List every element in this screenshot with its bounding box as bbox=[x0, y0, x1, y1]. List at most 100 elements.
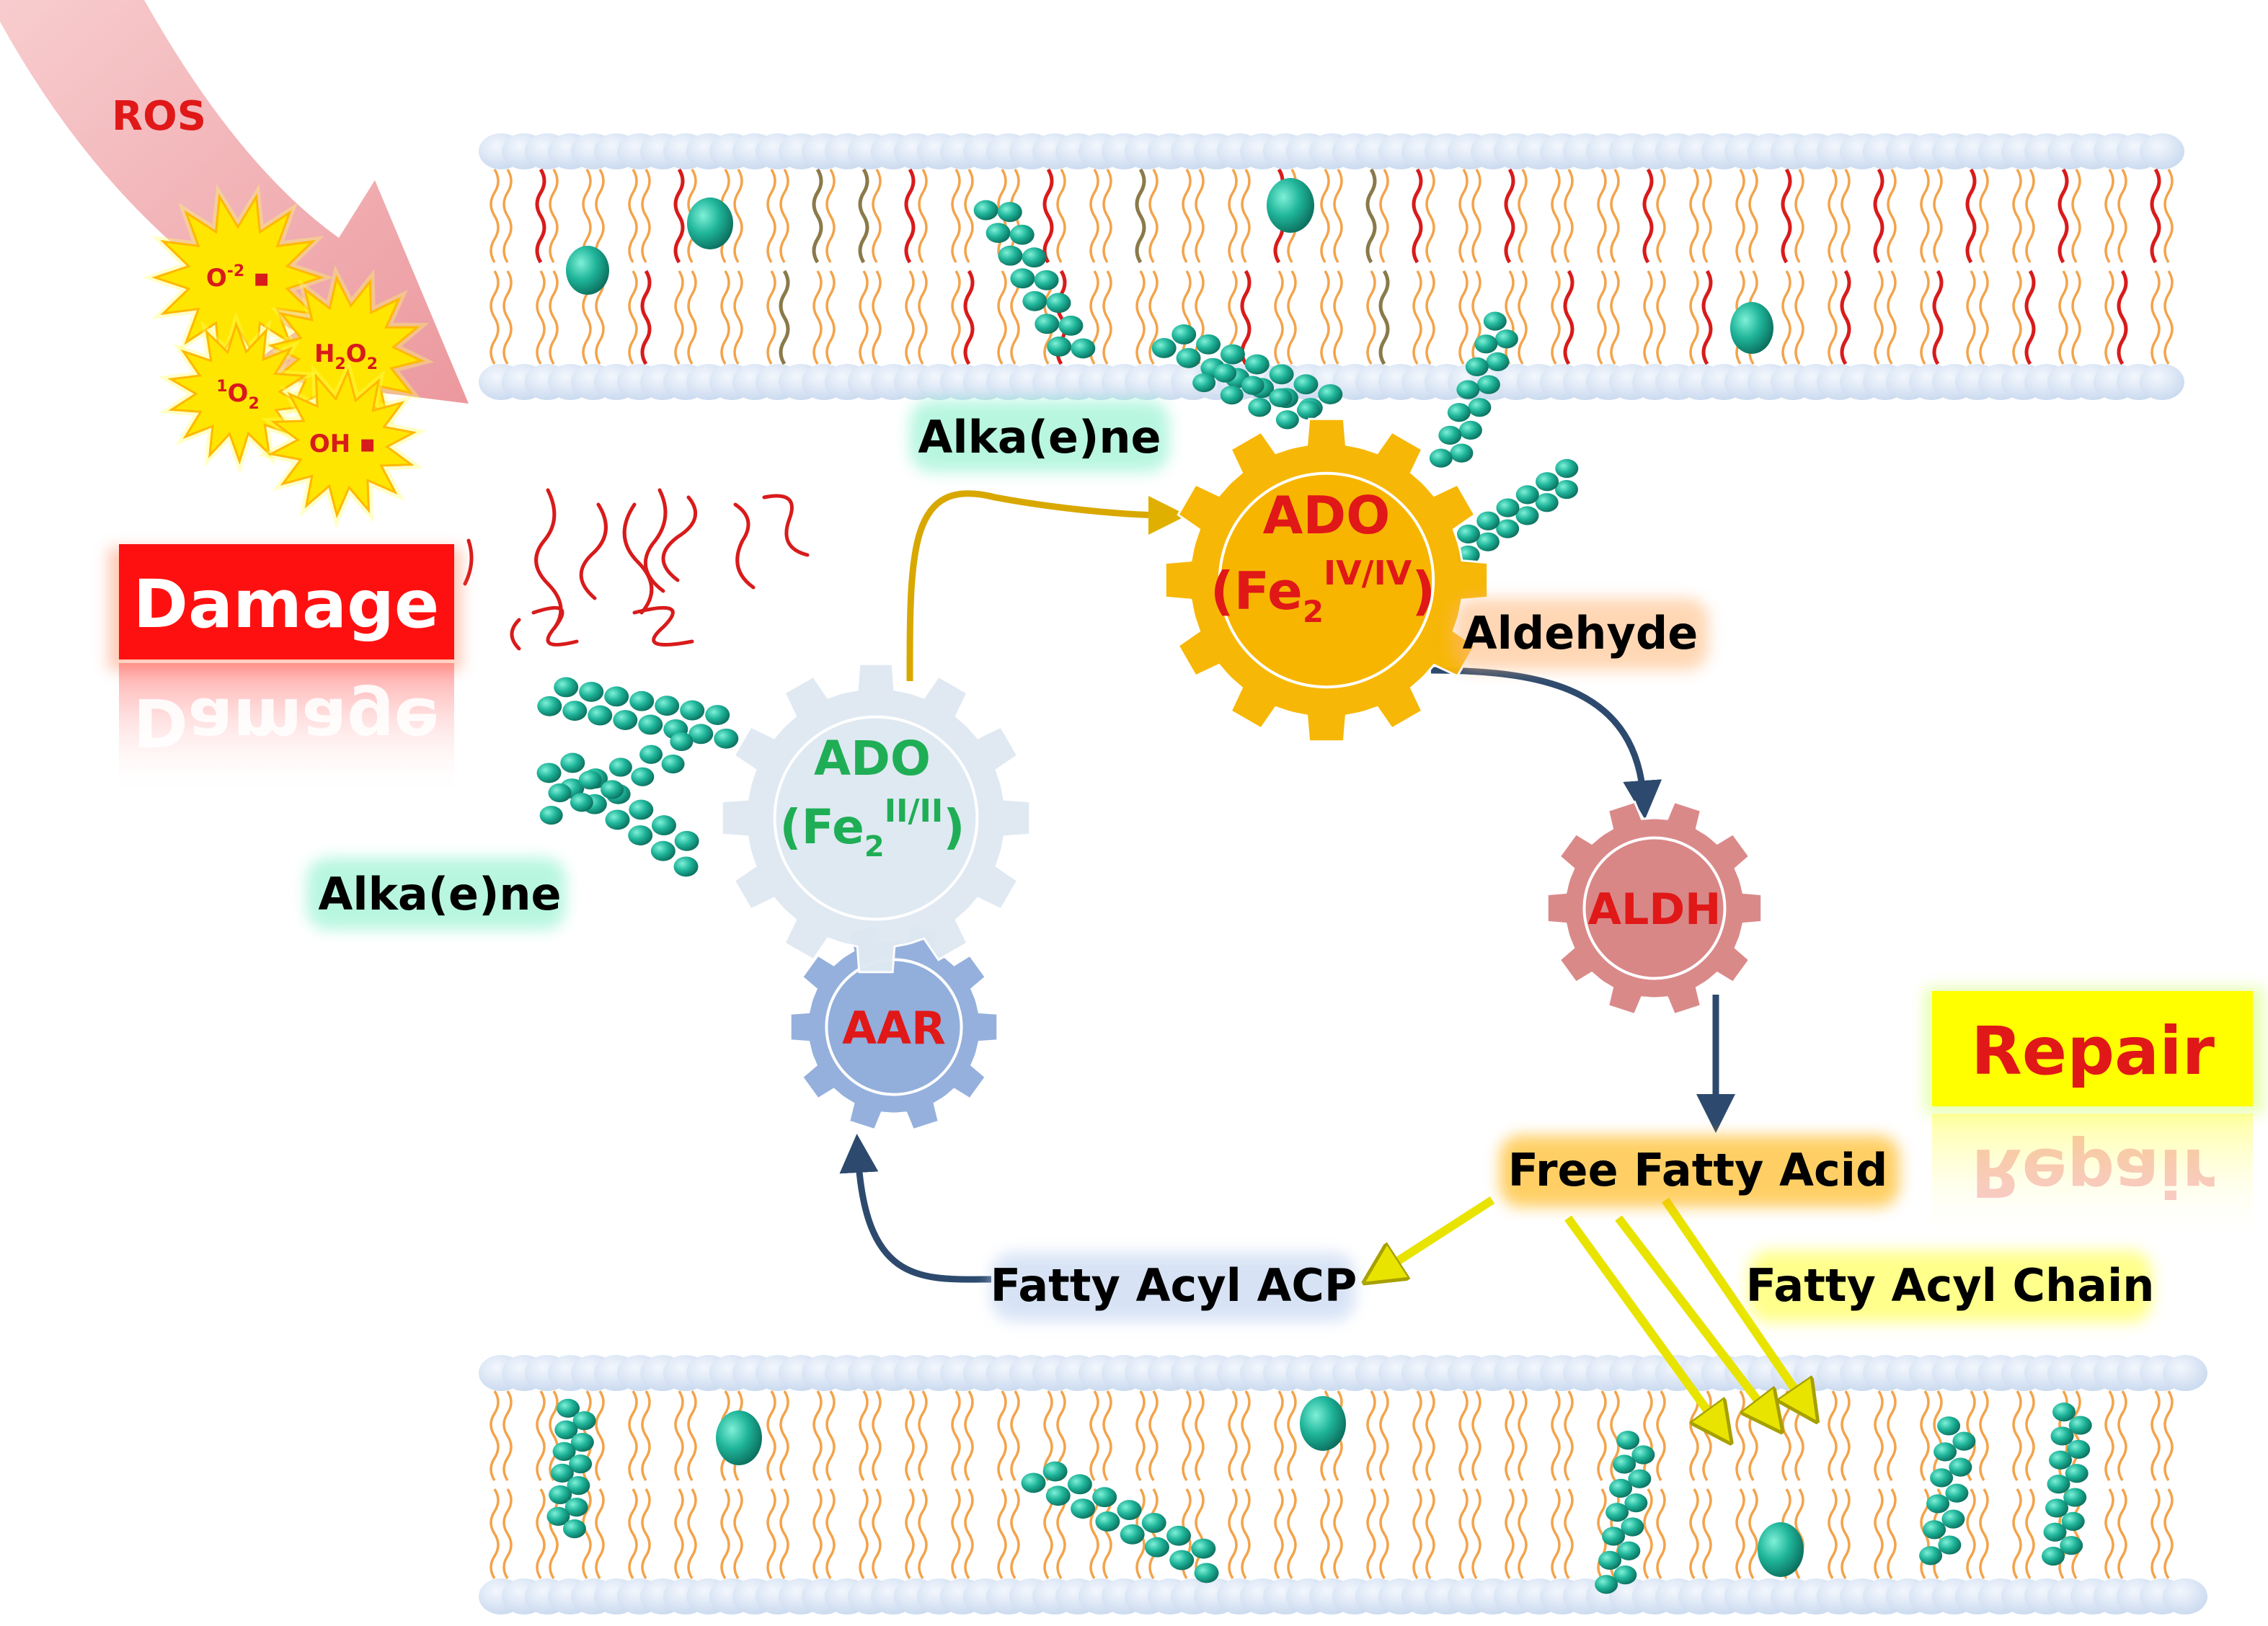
lipid-tail bbox=[1333, 270, 1343, 365]
lipid-tail bbox=[1702, 1488, 1712, 1579]
lipid-tail bbox=[1425, 1390, 1435, 1481]
arrow-acp-to-aar bbox=[839, 1134, 992, 1283]
damaged-chain bbox=[622, 502, 654, 615]
alkane-bead bbox=[1244, 354, 1270, 375]
svg-text:O-2 ▪: O-2 ▪ bbox=[206, 262, 270, 293]
lipid-tail bbox=[1366, 1390, 1376, 1481]
lipid-tail bbox=[490, 169, 500, 263]
damage-reflection: Damage bbox=[133, 683, 440, 760]
lipid-tail bbox=[582, 1488, 592, 1579]
alkane-molecule bbox=[536, 752, 699, 877]
lipid-tail bbox=[1505, 1488, 1515, 1579]
alkane-bead bbox=[557, 1398, 580, 1418]
lipid-tail bbox=[1102, 169, 1112, 263]
lipid-tail bbox=[766, 169, 776, 263]
lipid-tail bbox=[1518, 169, 1528, 263]
alkane-bead bbox=[2042, 1546, 2065, 1566]
lipid-tail bbox=[1471, 270, 1481, 365]
lipid-tail bbox=[1148, 270, 1159, 365]
lipid-tail bbox=[812, 1488, 823, 1579]
lipid-tail bbox=[872, 1488, 882, 1579]
lipid-tail bbox=[536, 1390, 546, 1481]
lipid-tail bbox=[549, 1390, 559, 1481]
svg-text:Fatty Acyl Chain: Fatty Acyl Chain bbox=[1746, 1259, 2155, 1312]
lipid-tail bbox=[904, 168, 916, 264]
lipid-tail bbox=[858, 168, 869, 264]
lipid-tail bbox=[1701, 270, 1713, 365]
lipid-tail bbox=[1966, 1488, 1976, 1579]
lipid-tail bbox=[1195, 1390, 1205, 1481]
alkane-bead bbox=[1141, 1513, 1166, 1533]
alkane-bead bbox=[1300, 1396, 1346, 1451]
lipid-tail bbox=[641, 1390, 651, 1481]
lipid-tail bbox=[1228, 1390, 1238, 1481]
lipid-tail bbox=[2150, 1488, 2161, 1579]
lipid-tail bbox=[720, 270, 730, 365]
lipid-tail bbox=[1504, 168, 1515, 264]
ros-label: ROS bbox=[112, 93, 206, 140]
alkane-bead bbox=[1595, 1575, 1618, 1594]
lipid-tail bbox=[964, 1390, 974, 1481]
lipid-tail bbox=[1564, 169, 1574, 263]
alkane-bead bbox=[1021, 1472, 1046, 1493]
lipid-tail bbox=[1551, 1390, 1561, 1481]
gear-ado-resting: ADO (Fe2II/II) bbox=[720, 662, 1032, 974]
lipid-tail bbox=[905, 1390, 915, 1481]
alkane-bead bbox=[1515, 506, 1539, 525]
lipid-tail bbox=[1182, 169, 1192, 263]
lipid-tail bbox=[490, 1390, 500, 1481]
lipid-tail bbox=[2117, 1488, 2127, 1579]
lipid-tail bbox=[2071, 169, 2081, 263]
lipid-tail bbox=[1597, 270, 1607, 365]
lipid-tail bbox=[674, 270, 684, 365]
alkane-bead bbox=[1191, 1538, 1216, 1559]
lipid-tail bbox=[1042, 168, 1054, 264]
lipid-tail bbox=[1195, 169, 1205, 263]
alkane-bead bbox=[1602, 1527, 1626, 1546]
lipid-tail bbox=[1551, 1488, 1561, 1579]
lipid-tail bbox=[1873, 168, 1884, 264]
lipid-tail bbox=[1794, 270, 1804, 365]
label-alkaene-left: Alka(e)ne bbox=[306, 858, 566, 930]
lipid-tail bbox=[1425, 1488, 1435, 1579]
lipid-tail bbox=[1102, 1390, 1112, 1481]
lipid-tail bbox=[628, 169, 638, 263]
lipid-tail bbox=[1458, 169, 1469, 263]
alkane-bead bbox=[554, 677, 579, 698]
alkane-bead bbox=[549, 1485, 572, 1505]
alkane-bead bbox=[661, 754, 685, 774]
lipid-tail bbox=[859, 1488, 869, 1579]
alkane-bead bbox=[1296, 400, 1320, 420]
lipid-tail bbox=[1241, 1390, 1251, 1481]
alkane-bead bbox=[1042, 1461, 1068, 1482]
lipid-tail bbox=[1689, 1488, 1699, 1579]
lipid-tail bbox=[1333, 1488, 1343, 1579]
alkane-bead bbox=[1496, 519, 1520, 538]
lipid-tail bbox=[640, 270, 652, 365]
lipid-tail bbox=[1828, 1390, 1838, 1481]
alkane-bead bbox=[1555, 479, 1579, 499]
ado-resting-label: ADO bbox=[814, 731, 931, 786]
alkane-bead bbox=[2047, 1474, 2070, 1494]
alkane-bead bbox=[1071, 1498, 1096, 1519]
alkane-bead bbox=[1456, 380, 1480, 399]
lipid-tail bbox=[1564, 1488, 1574, 1579]
lipid-tail bbox=[720, 1488, 730, 1579]
lipid-tail bbox=[1597, 169, 1607, 263]
alkane-bead bbox=[1613, 1565, 1637, 1585]
alkane-bead bbox=[1758, 1522, 1804, 1577]
ado-resting-metal: (Fe2II/II) bbox=[780, 793, 965, 863]
alkane-bead bbox=[973, 200, 998, 221]
lipid-tail bbox=[964, 1488, 974, 1579]
damaged-chain bbox=[579, 502, 608, 600]
lipid-tail bbox=[2117, 1390, 2127, 1481]
alkane-bead bbox=[1628, 1469, 1652, 1488]
alkane-chains bbox=[536, 178, 2092, 1594]
lipid-tail bbox=[490, 1488, 500, 1579]
lipid-tail bbox=[502, 1390, 513, 1481]
lipid-tail bbox=[1471, 1488, 1481, 1579]
lipid-tail bbox=[1748, 169, 1758, 263]
alkane-bead bbox=[2061, 1511, 2085, 1532]
lipid-tail bbox=[1920, 270, 1930, 365]
lipid-tail bbox=[1089, 1390, 1099, 1481]
